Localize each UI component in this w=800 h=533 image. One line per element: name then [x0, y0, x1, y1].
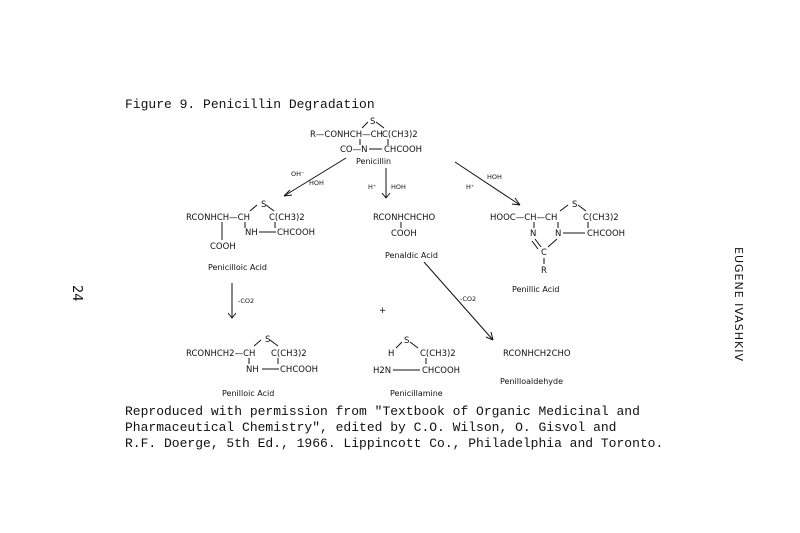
penicillin-sulfur: S: [370, 117, 375, 127]
penicillin-row1-right: C(CH3)2: [382, 130, 418, 140]
penicillamine-row2-right: CHCOOH: [422, 366, 460, 376]
penillic-row1-left: HOOC—CH—CH: [490, 213, 557, 223]
penillic-row1-right: C(CH3)2: [583, 213, 619, 223]
penillic-row2-right: CHCOOH: [587, 229, 625, 239]
penicilloic-acid-structure: S RCONHCH—CH C(CH3)2 NH CHCOOH COOH Peni…: [186, 200, 315, 272]
penilloic-sulfur: S: [265, 335, 270, 345]
reagent-oh-minus: OH⁻: [291, 170, 304, 178]
credit-text: Reproduced with permission from "Textboo…: [125, 404, 663, 452]
penilloic-row1-right: C(CH3)2: [271, 349, 307, 359]
penicillamine-structure: S H C(CH3)2 H2N CHCOOH Penicillamine: [373, 336, 460, 398]
penicilloic-row1-right: C(CH3)2: [269, 213, 305, 223]
penaldic-row1: RCONHCHCHO: [373, 213, 436, 223]
penaldic-name: Penaldic Acid: [385, 251, 438, 260]
reagent-minus-co2-2: -CO2: [460, 295, 476, 303]
reagent-h-plus-1: H⁺: [368, 183, 376, 191]
penicillin-name: Penicillin: [356, 157, 391, 166]
penillic-row2-n1: N: [530, 229, 536, 239]
reagent-hoh-2: HOH: [391, 183, 406, 191]
plus-sign: +: [379, 306, 386, 316]
penicillamine-h2n: H2N: [373, 366, 391, 376]
penicillin-row2-left: CO—N: [340, 145, 367, 155]
penillic-ring-c: C: [541, 248, 547, 258]
reagent-hoh-3: HOH: [487, 173, 502, 181]
penillic-r: R: [541, 266, 547, 276]
penilloic-row2-nh: NH: [246, 365, 259, 375]
penaldic-cooh: COOH: [391, 229, 417, 239]
credit-line: Pharmaceutical Chemistry", edited by C.O…: [125, 420, 617, 435]
penicilloic-name: Penicilloic Acid: [208, 263, 267, 272]
penillic-acid-structure: S HOOC—CH—CH C(CH3)2 N N CHCOOH C R Peni…: [490, 200, 625, 294]
penilloaldehyde-name: Penilloaldehyde: [500, 377, 563, 386]
reagent-hoh-1: HOH: [309, 179, 324, 187]
penillic-name: Penillic Acid: [512, 285, 559, 294]
penillic-row2-n2: N: [555, 229, 561, 239]
penicillamine-row1-right: C(CH3)2: [420, 349, 456, 359]
page-number: 24: [69, 285, 84, 302]
penicilloic-row2-right: CHCOOH: [277, 228, 315, 238]
side-author-label: EUGENE IVASHKIV: [732, 247, 745, 362]
penilloic-row1-left: RCONHCH2—CH: [186, 349, 255, 359]
figure-caption: Figure 9. Penicillin Degradation: [125, 97, 375, 112]
arrow-to-penilloaldehyde: [423, 261, 494, 341]
penilloic-acid-structure: S RCONHCH2—CH C(CH3)2 NH CHCOOH Penilloi…: [186, 335, 318, 398]
penicillamine-sulfur: S: [404, 336, 409, 346]
credit-line: R.F. Doerge, 5th Ed., 1966. Lippincott C…: [125, 436, 664, 451]
penilloaldehyde-structure: RCONHCH2CHO Penilloaldehyde: [500, 349, 571, 386]
penicilloic-cooh: COOH: [210, 242, 236, 252]
penilloaldehyde-formula: RCONHCH2CHO: [503, 349, 571, 359]
penicillamine-name: Penicillamine: [390, 389, 443, 398]
reagent-minus-co2-1: -CO2: [238, 297, 254, 305]
reagent-h-plus-2: H⁺: [466, 183, 474, 191]
penaldic-acid-structure: RCONHCHCHO COOH Penaldic Acid: [373, 213, 438, 260]
penillic-sulfur: S: [572, 200, 577, 210]
penicillin-structure: S R—CONHCH—CH C(CH3)2 CO—N CHCOOH Penici…: [310, 117, 422, 166]
penicillin-row1-left: R—CONHCH—CH: [310, 130, 383, 140]
credit-line: Reproduced with permission from "Textboo…: [125, 404, 640, 419]
penicilloic-row1-left: RCONHCH—CH: [186, 213, 250, 223]
penilloic-name: Penilloic Acid: [222, 389, 274, 398]
penilloic-row2-right: CHCOOH: [280, 365, 318, 375]
penicillin-row2-right: CHCOOH: [384, 145, 422, 155]
arrow-to-penillic: [454, 161, 521, 206]
penicilloic-row2-nh: NH: [245, 228, 258, 238]
penicilloic-sulfur: S: [261, 200, 266, 210]
penicillamine-h: H: [388, 349, 394, 359]
arrow-to-penicilloic: [283, 157, 347, 197]
